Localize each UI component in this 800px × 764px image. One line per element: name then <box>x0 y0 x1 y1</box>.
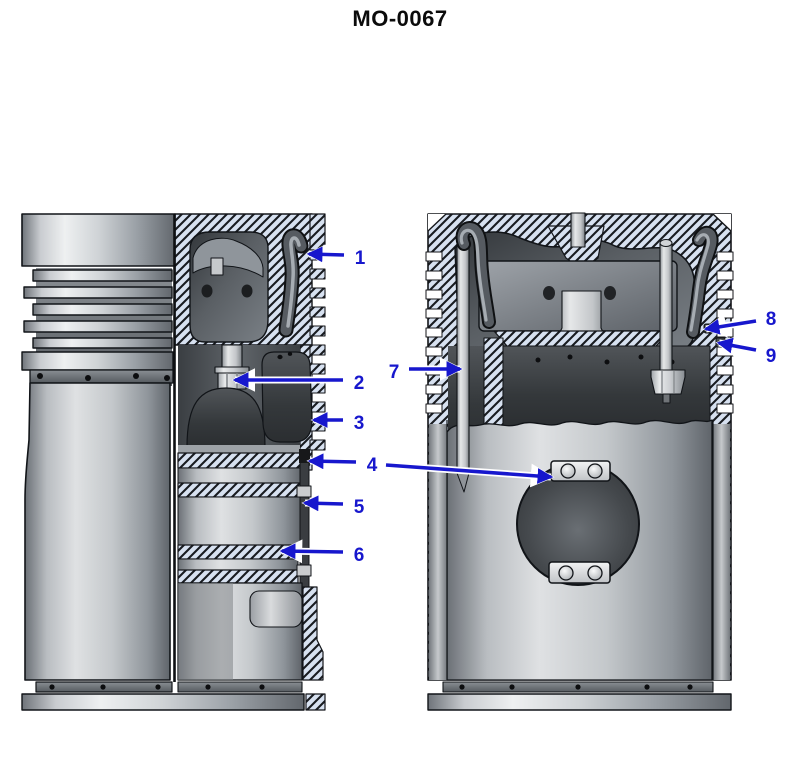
callout-3-label: 3 <box>354 413 365 434</box>
base-bolts-right <box>459 684 693 690</box>
head-joint-flange <box>29 369 174 384</box>
callout-6: 6 <box>278 539 365 567</box>
callout-1-label: 1 <box>355 248 366 269</box>
flange-bolts <box>37 373 170 381</box>
mounting-base <box>21 693 305 711</box>
callout-4-arrow <box>307 453 357 470</box>
head-stud <box>570 212 586 248</box>
callout-6-arrow <box>279 543 344 560</box>
base-bolts <box>49 684 161 690</box>
callout-7: 7 <box>388 357 464 384</box>
pin-retainer-bottom <box>548 561 611 584</box>
pushrod-nut <box>650 369 686 395</box>
callout-9: 9 <box>715 335 777 368</box>
port-tube <box>278 228 309 338</box>
callout-8: 8 <box>702 308 777 338</box>
mounting-base-right <box>427 693 732 711</box>
callout-7-label: 7 <box>389 362 400 383</box>
valve-stem <box>221 344 243 368</box>
right-wall-lower <box>713 424 730 680</box>
figure-title: MO-0067 <box>352 6 448 31</box>
callout-9-arrow <box>716 337 757 354</box>
right-pushrod <box>650 239 686 404</box>
cylinder-head-outer <box>21 213 176 267</box>
callout-5-label: 5 <box>354 497 365 518</box>
callout-2: 2 <box>231 368 365 395</box>
callout-8-arrow <box>703 319 757 335</box>
callout-5: 5 <box>301 491 366 519</box>
left-wall-lower <box>429 424 447 680</box>
right-section-view <box>425 212 734 711</box>
left-pushrod <box>456 236 470 493</box>
callout-8-label: 8 <box>766 309 777 330</box>
callout-1: 1 <box>305 242 367 270</box>
left-cutaway-view <box>21 213 326 711</box>
exhaust-port-cavity <box>261 351 313 443</box>
callout-layer: 1 2 345 6 7 8 9 <box>231 242 777 567</box>
callout-3: 3 <box>310 408 365 435</box>
cylinder-exterior-half <box>21 213 176 693</box>
callout-4-arrow <box>385 463 554 484</box>
left-port-tube <box>455 221 496 329</box>
lower-wall-section <box>302 586 324 681</box>
callout-1-arrow <box>306 246 345 263</box>
callout-9-label: 9 <box>766 346 777 367</box>
callout-2-label: 2 <box>354 373 365 394</box>
callout-5-arrow <box>302 495 344 512</box>
right-port-tube <box>686 225 719 339</box>
cooling-fins <box>21 269 174 371</box>
ring-land-sections <box>177 452 303 584</box>
pin-retainer-top <box>550 460 611 482</box>
crankcase-barrel <box>24 382 171 681</box>
callout-4-label: 4 <box>367 455 378 476</box>
callout-6-label: 6 <box>354 545 365 566</box>
callout-4: 4 <box>306 449 555 488</box>
cylinder-section-half <box>21 213 326 711</box>
